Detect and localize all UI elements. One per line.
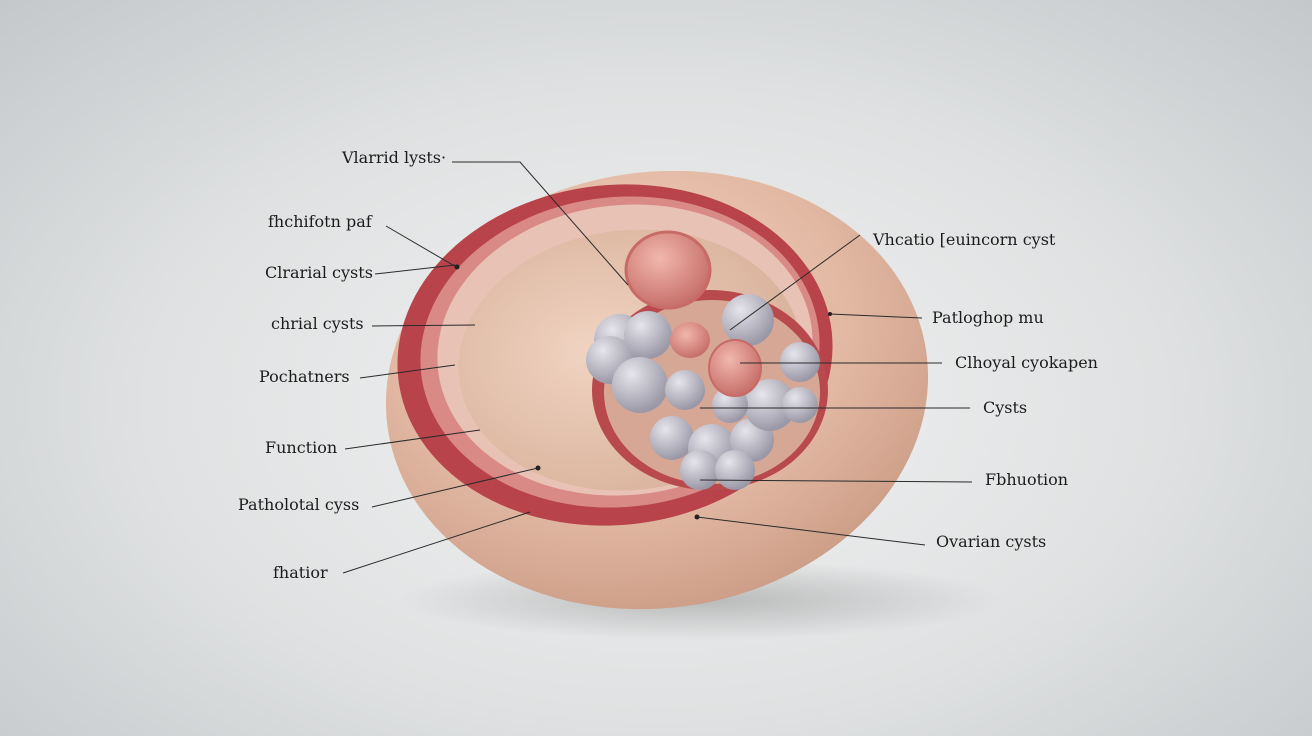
label-left-3: Clrarial cysts: [265, 263, 373, 282]
label-left-7: Patholotal cyss: [238, 495, 360, 514]
label-right-6: Ovarian cysts: [936, 532, 1047, 551]
label-left-4: chrial cysts: [271, 314, 364, 333]
label-left-6: Function: [265, 438, 338, 457]
cyst-cluster: [586, 294, 820, 490]
label-left-2: fhchifotn paf: [268, 212, 372, 231]
leader-lines: [342, 161, 973, 574]
pink-cyst-small: [670, 322, 710, 358]
pink-cyst-mid: [708, 339, 762, 397]
label-right-2: Patloghop mu: [932, 308, 1044, 327]
label-right-4: Cysts: [983, 398, 1028, 417]
label-left-8: fhatior: [273, 563, 328, 582]
label-right-1: Vhcatio [euincorn cyst: [873, 230, 1056, 249]
label-right-5: Fbhuotion: [985, 470, 1069, 489]
label-left-1: Vlarrid lysts·: [342, 148, 447, 167]
label-left-5: Pochatners: [259, 367, 350, 386]
pink-cyst-top: [624, 230, 712, 310]
label-right-3: Clhoyal cyokapen: [955, 353, 1098, 372]
